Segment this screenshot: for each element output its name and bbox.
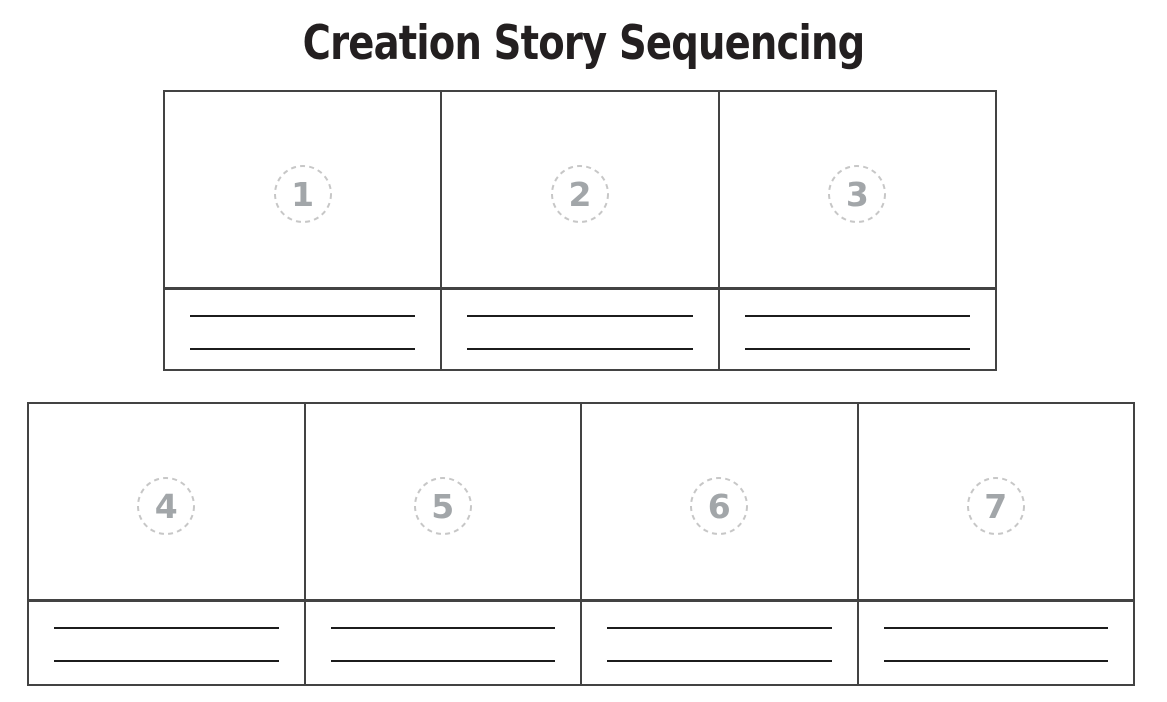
sequence-number: 2 (568, 174, 592, 214)
writing-line[interactable] (607, 602, 832, 629)
card-3-image-area[interactable]: 3 (720, 92, 995, 287)
sequence-number: 1 (291, 174, 315, 214)
card-1-writing-area[interactable] (165, 287, 441, 369)
writing-line[interactable] (744, 290, 970, 317)
card-2-writing-area[interactable] (442, 287, 718, 369)
sequence-number: 6 (707, 486, 731, 526)
sequence-row-top: 1 2 (163, 90, 997, 371)
writing-line[interactable] (54, 629, 279, 662)
writing-line[interactable] (883, 629, 1108, 662)
card-6-image-area[interactable]: 6 (582, 404, 857, 599)
sequence-card-5: 5 (303, 404, 581, 684)
dashed-circle-icon (273, 165, 332, 223)
dashed-circle-icon (550, 165, 609, 223)
card-5-writing-area[interactable] (305, 599, 580, 684)
writing-line[interactable] (190, 290, 416, 317)
card-2-image-area[interactable]: 2 (442, 92, 717, 287)
dashed-number-badge: 6 (689, 476, 749, 536)
title-container: Creation Story Sequencing (0, 20, 1167, 67)
card-4-image-area[interactable]: 4 (29, 404, 304, 599)
card-6-writing-area[interactable] (582, 599, 857, 684)
sequence-card-2: 2 (440, 92, 718, 369)
page-title: Creation Story Sequencing (302, 16, 866, 71)
dashed-number-badge: 7 (966, 476, 1026, 536)
sequence-card-6: 6 (580, 404, 857, 684)
card-3-writing-area[interactable] (719, 287, 995, 369)
card-1-image-area[interactable]: 1 (165, 92, 440, 287)
sequence-number: 4 (154, 486, 178, 526)
writing-line[interactable] (330, 629, 555, 662)
sequence-number: 7 (984, 486, 1008, 526)
dashed-circle-icon (137, 477, 196, 535)
dashed-number-badge: 3 (827, 164, 887, 224)
sequence-card-4: 4 (29, 404, 304, 684)
sequence-card-1: 1 (165, 92, 441, 369)
card-7-image-area[interactable]: 7 (859, 404, 1134, 599)
card-7-writing-area[interactable] (858, 599, 1133, 684)
card-4-writing-area[interactable] (29, 599, 304, 684)
sequence-row-bottom: 4 5 (27, 402, 1135, 686)
writing-line[interactable] (190, 317, 416, 350)
sequence-number: 5 (431, 486, 455, 526)
dashed-circle-icon (413, 477, 472, 535)
dashed-number-badge: 2 (550, 164, 610, 224)
dashed-number-badge: 1 (273, 164, 333, 224)
dashed-circle-icon (966, 477, 1025, 535)
writing-line[interactable] (744, 317, 970, 350)
writing-line[interactable] (330, 602, 555, 629)
sequence-card-3: 3 (717, 92, 995, 369)
writing-line[interactable] (607, 629, 832, 662)
card-5-image-area[interactable]: 5 (306, 404, 581, 599)
writing-line[interactable] (883, 602, 1108, 629)
sequence-number: 3 (845, 174, 869, 214)
dashed-circle-icon (828, 165, 887, 223)
dashed-number-badge: 4 (136, 476, 196, 536)
dashed-number-badge: 5 (413, 476, 473, 536)
writing-line[interactable] (467, 317, 693, 350)
dashed-circle-icon (690, 477, 749, 535)
writing-line[interactable] (54, 602, 279, 629)
sequence-card-7: 7 (856, 404, 1134, 684)
writing-line[interactable] (467, 290, 693, 317)
